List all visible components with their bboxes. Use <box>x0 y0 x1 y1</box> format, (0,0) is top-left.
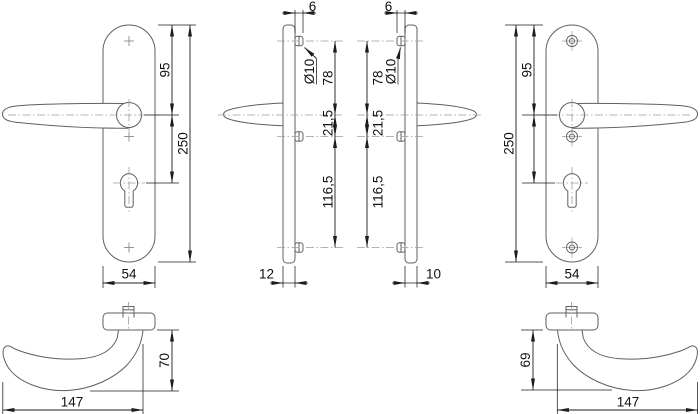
left-front-view: 95 250 54 <box>2 24 196 288</box>
lever-handle <box>571 102 698 129</box>
dim-54: 54 <box>564 267 580 282</box>
dim-95: 95 <box>158 62 173 77</box>
dim-21-5: 21,5 <box>321 110 336 136</box>
right-front-dimensions: 95 250 54 <box>502 24 599 288</box>
right-top-view: 69 147 <box>518 302 698 414</box>
dim-54: 54 <box>121 267 137 282</box>
fixing-screws <box>562 31 582 258</box>
dim-12: 12 <box>259 267 274 282</box>
dim-147: 147 <box>61 395 84 410</box>
right-top-dimensions: 69 147 <box>518 329 698 414</box>
dim-78: 78 <box>321 70 336 85</box>
dim-250: 250 <box>176 132 191 155</box>
left-side-view: 6 Ø10 78 21,5 116,5 12 <box>218 0 343 288</box>
backplate-end-view <box>545 312 599 331</box>
dim-147: 147 <box>617 395 640 410</box>
dim-21-5: 21,5 <box>371 110 386 136</box>
left-front-dimensions: 95 250 54 <box>102 24 196 288</box>
lever-grip-top-view <box>557 329 698 392</box>
left-top-dimensions: 70 147 <box>2 329 179 414</box>
left-side-dimensions: 6 Ø10 78 21,5 116,5 12 <box>259 0 337 288</box>
backplate-profile <box>282 24 296 264</box>
dim-78: 78 <box>371 70 386 85</box>
dim-95: 95 <box>520 62 535 77</box>
lever-handle-profile <box>223 102 284 127</box>
fixing-lugs <box>396 35 406 253</box>
dim-250: 250 <box>502 132 517 155</box>
fixing-hole-marks <box>124 36 134 253</box>
dim-lug-diameter: Ø10 <box>384 59 399 85</box>
fixing-lugs <box>294 35 304 253</box>
dim-10: 10 <box>426 267 441 282</box>
dim-lug-diameter: Ø10 <box>302 59 317 85</box>
right-front-view: 95 250 54 <box>502 24 698 288</box>
dim-6: 6 <box>309 0 317 14</box>
lever-handle <box>2 102 129 129</box>
lever-grip-top-view <box>2 329 144 392</box>
dim-116-5: 116,5 <box>371 176 386 209</box>
right-side-dimensions: 6 Ø10 78 21,5 116,5 10 <box>365 0 441 288</box>
left-top-view: 70 147 <box>2 302 179 414</box>
dim-69: 69 <box>518 352 533 367</box>
dim-116-5: 116,5 <box>321 176 336 209</box>
right-side-view: 6 Ø10 78 21,5 116,5 10 <box>357 0 482 288</box>
backplate-outline <box>102 24 156 263</box>
backplate-outline <box>545 24 599 263</box>
backplate-profile <box>404 24 418 264</box>
dim-70: 70 <box>157 353 172 368</box>
lever-handle-profile <box>416 102 477 127</box>
dim-6: 6 <box>385 0 393 14</box>
backplate-end-view <box>102 312 156 331</box>
